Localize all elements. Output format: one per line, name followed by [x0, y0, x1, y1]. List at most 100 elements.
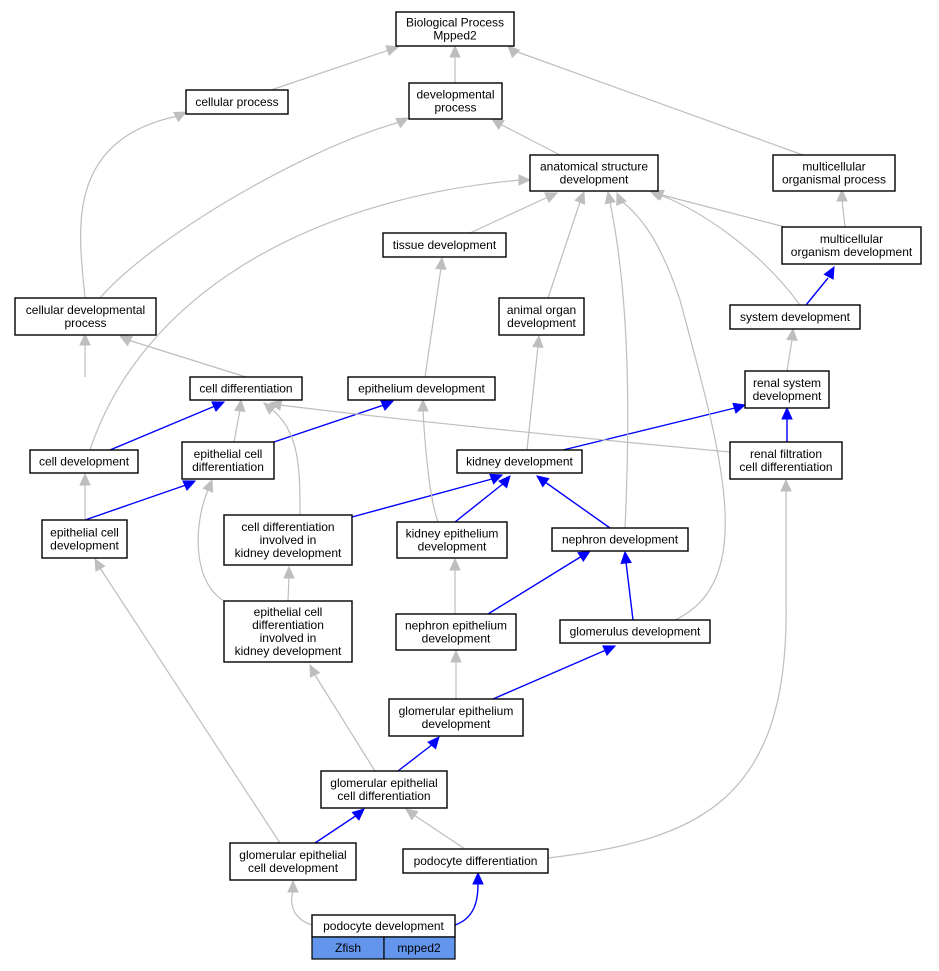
edge-2-arrowhead [507, 45, 521, 59]
node-cell-differentiation[interactable]: cell differentiation [189, 376, 303, 401]
edge-35-arrowhead [449, 557, 461, 571]
node-label: epithelial cell [50, 526, 119, 540]
node-label: glomerular epithelial [239, 848, 346, 862]
edge-20 [233, 409, 241, 443]
node-box [229, 842, 357, 881]
edge-37 [269, 407, 301, 516]
edge-2 [511, 49, 804, 156]
edge-46 [291, 890, 313, 926]
edge-12-arrowhead [518, 174, 532, 186]
node-label: cellular developmental [26, 303, 145, 317]
node-label: epithelial cell [254, 605, 323, 619]
node-podocyte-differentiation[interactable]: podocyte differentiation [402, 848, 549, 874]
edge-7 [469, 196, 549, 234]
edge-1-arrowhead [449, 44, 461, 58]
edge-36 [197, 489, 225, 602]
node-box [41, 519, 128, 559]
node-nephron-development[interactable]: nephron development [551, 527, 689, 552]
node-label: cellular process [195, 95, 278, 109]
edge-24 [279, 404, 731, 453]
node-tissue-development[interactable]: tissue development [382, 232, 507, 258]
edge-38-arrowhead [450, 649, 462, 663]
node-label: system development [740, 310, 851, 324]
node-label: nephron epithelium [405, 619, 507, 633]
node-label: epithelial cell [194, 447, 263, 461]
node-label: tissue development [393, 238, 497, 252]
node-box [551, 527, 689, 552]
node-label: involved in [260, 631, 317, 645]
node-cell-development[interactable]: cell development [29, 449, 139, 474]
node-label: development [422, 717, 491, 731]
node-box [29, 449, 139, 474]
node-box [320, 770, 448, 809]
edge-26-arrowhead [417, 398, 429, 412]
edge-25-arrowhead [489, 473, 504, 485]
edge-34-arrowhead [283, 565, 295, 579]
node-box [395, 613, 517, 651]
edge-14 [127, 339, 247, 378]
node-podocyte-development[interactable]: podocyte development [311, 914, 456, 938]
edge-4-arrowhead [395, 117, 410, 129]
edge-44 [413, 814, 466, 850]
node-label: multicellular [820, 232, 883, 246]
node-glomerulus-development[interactable]: glomerulus development [559, 619, 711, 644]
edge-21-arrowhead [380, 400, 395, 411]
node-cellular-process[interactable]: cellular process [185, 89, 289, 115]
node-box [781, 226, 922, 265]
node-box [456, 449, 583, 474]
node-box [395, 11, 515, 47]
edge-15-arrowhead [435, 256, 447, 271]
edge-8 [661, 194, 786, 228]
node-label: cell development [248, 861, 339, 875]
edge-29 [544, 481, 611, 529]
edge-17-arrowhead [781, 406, 793, 420]
node-epithelium-development[interactable]: epithelium development [347, 376, 496, 401]
edge-6 [841, 199, 846, 228]
node-label: multicellular [802, 160, 865, 174]
edge-3-arrowhead [173, 111, 188, 123]
edge-3 [79, 115, 179, 299]
edge-15 [424, 267, 442, 378]
edge-32-arrowhead [620, 550, 632, 565]
edge-43-arrowhead [351, 808, 365, 821]
node-system-development[interactable]: system development [729, 304, 861, 330]
node-label: organismal process [782, 173, 886, 187]
node-kidney-development[interactable]: kidney development [456, 449, 583, 474]
node-label: development [50, 539, 119, 553]
node-label: glomerulus development [570, 625, 701, 639]
edge-19-arrowhead [182, 480, 197, 491]
node-box [729, 304, 861, 330]
edge-18 [109, 405, 216, 451]
node-label: renal system [753, 376, 821, 390]
edge-46-arrowhead [287, 879, 299, 893]
node-label: Mpped2 [433, 29, 477, 43]
edge-30-arrowhead [604, 190, 616, 205]
edge-33 [619, 199, 726, 621]
node-box [189, 376, 303, 401]
node-label: glomerular epithelium [399, 704, 514, 718]
edge-5-arrowhead [490, 118, 505, 130]
node-label: kidney development [466, 455, 573, 469]
edge-10-arrowhead [823, 265, 835, 280]
node-box [185, 89, 289, 115]
edge-6-arrowhead [836, 188, 848, 202]
